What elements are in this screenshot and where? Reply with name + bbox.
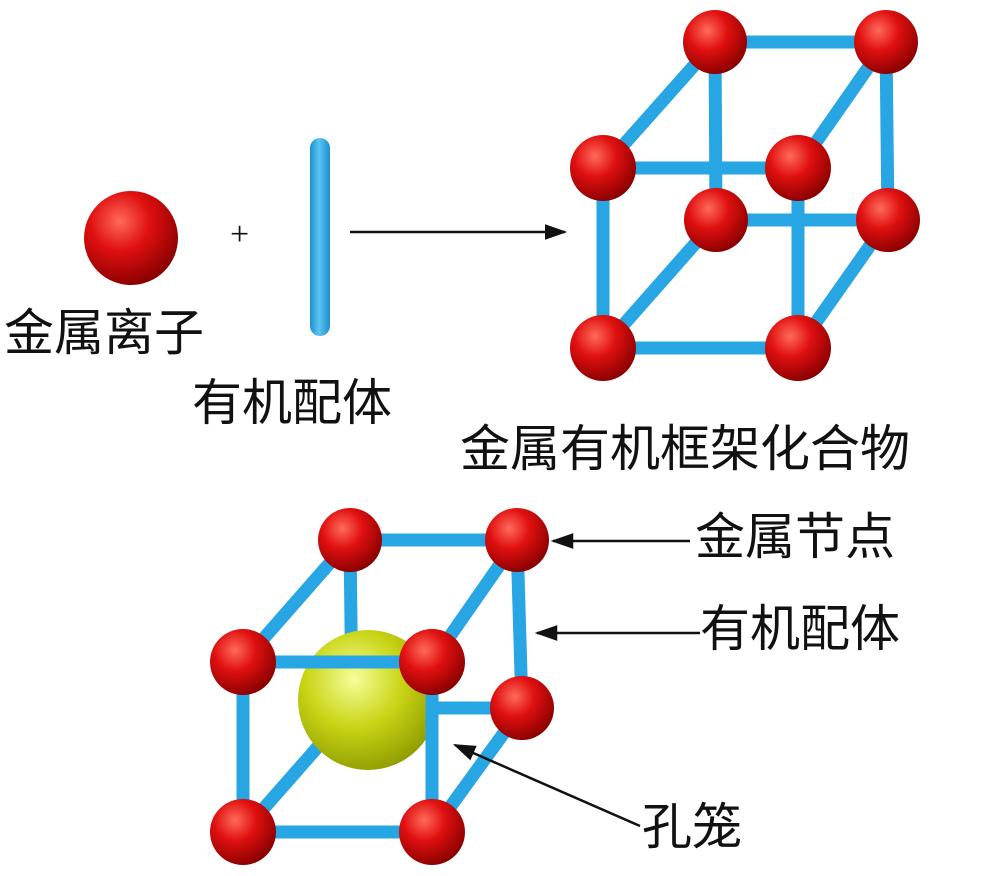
plus-sign: + (230, 216, 250, 253)
organic-ligand-callout-label: 有机配体 (700, 600, 900, 658)
mof-cube-nodes (570, 10, 920, 381)
pore-cage-label: 孔笼 (642, 798, 742, 856)
cage-cube-nodes (210, 508, 554, 865)
mof-label: 金属有机框架化合物 (460, 420, 910, 478)
metal-ion-sphere (84, 191, 178, 285)
mof-cube (596, 35, 895, 355)
pore-cage-callout-arrow (452, 743, 641, 828)
organic-ligand-rod (310, 138, 330, 336)
metal-node-label: 金属节点 (695, 508, 895, 566)
organic-ligand-label: 有机配体 (192, 374, 392, 432)
metal-ion-label: 金属离子 (4, 304, 204, 362)
